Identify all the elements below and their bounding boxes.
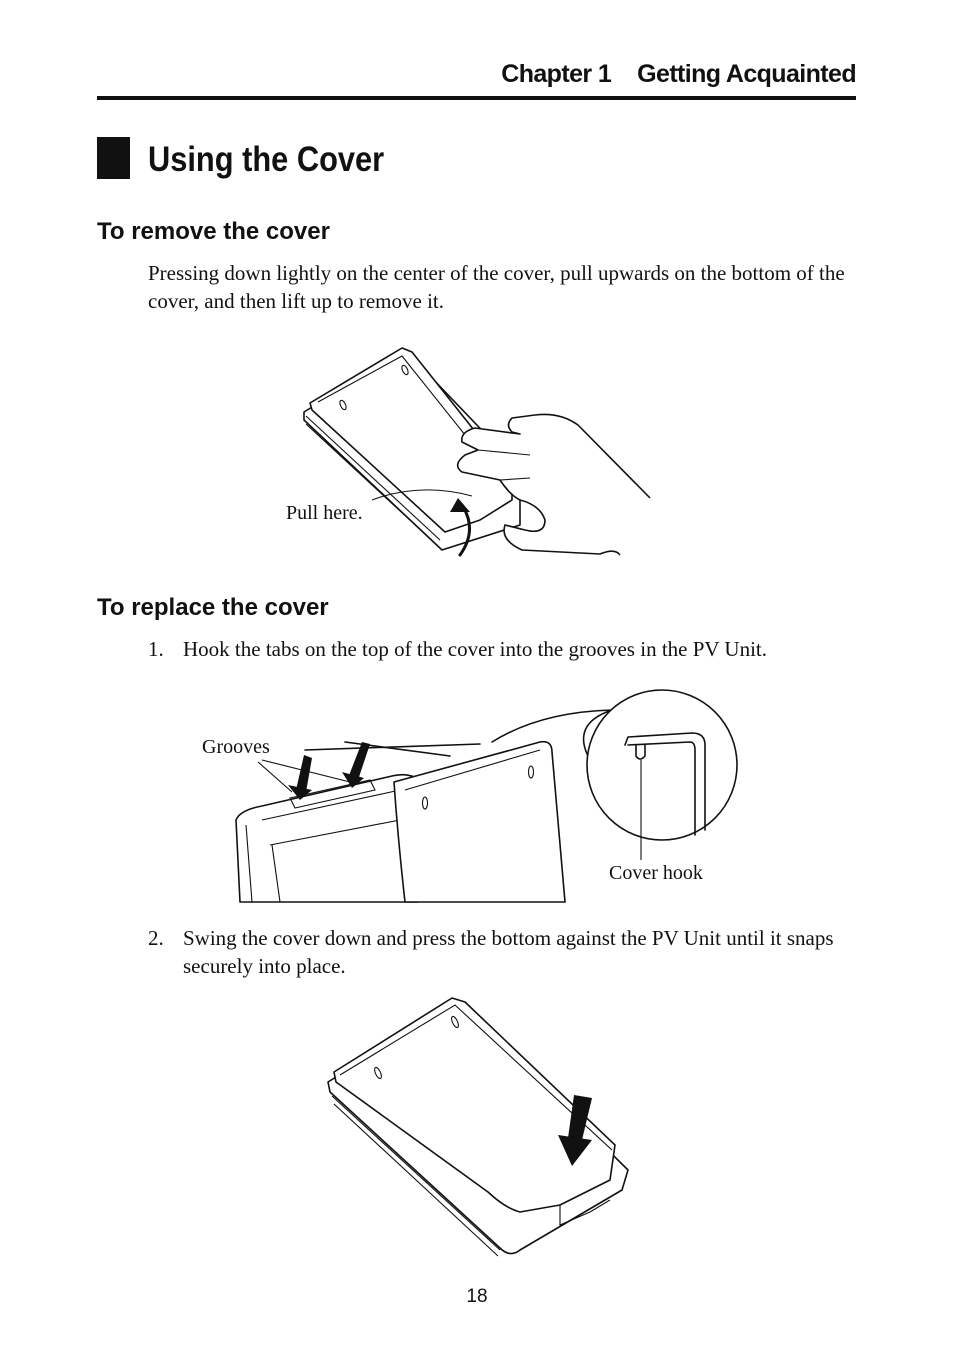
step-number: 1. [148, 637, 164, 661]
grooves-label: Grooves [202, 736, 270, 758]
section-title: Using the Cover [148, 140, 385, 179]
section-marker [97, 137, 130, 179]
chapter-header: Chapter 1 Getting Acquainted [97, 60, 856, 89]
chapter-label: Chapter 1 [501, 60, 612, 88]
step-text: Hook the tabs on the top of the cover in… [183, 637, 768, 661]
pull-here-label: Pull here. [286, 502, 363, 524]
chapter-title: Getting Acquainted [637, 60, 856, 88]
step-number: 2. [148, 926, 164, 950]
header-rule [97, 96, 856, 100]
step-text: Swing the cover down and press the botto… [183, 926, 834, 978]
cover-hook-label: Cover hook [609, 862, 703, 884]
remove-instruction: Pressing down lightly on the center of t… [148, 261, 845, 313]
replace-heading: To replace the cover [97, 594, 329, 621]
remove-heading: To remove the cover [97, 218, 330, 245]
page-number: 18 [466, 1286, 488, 1307]
